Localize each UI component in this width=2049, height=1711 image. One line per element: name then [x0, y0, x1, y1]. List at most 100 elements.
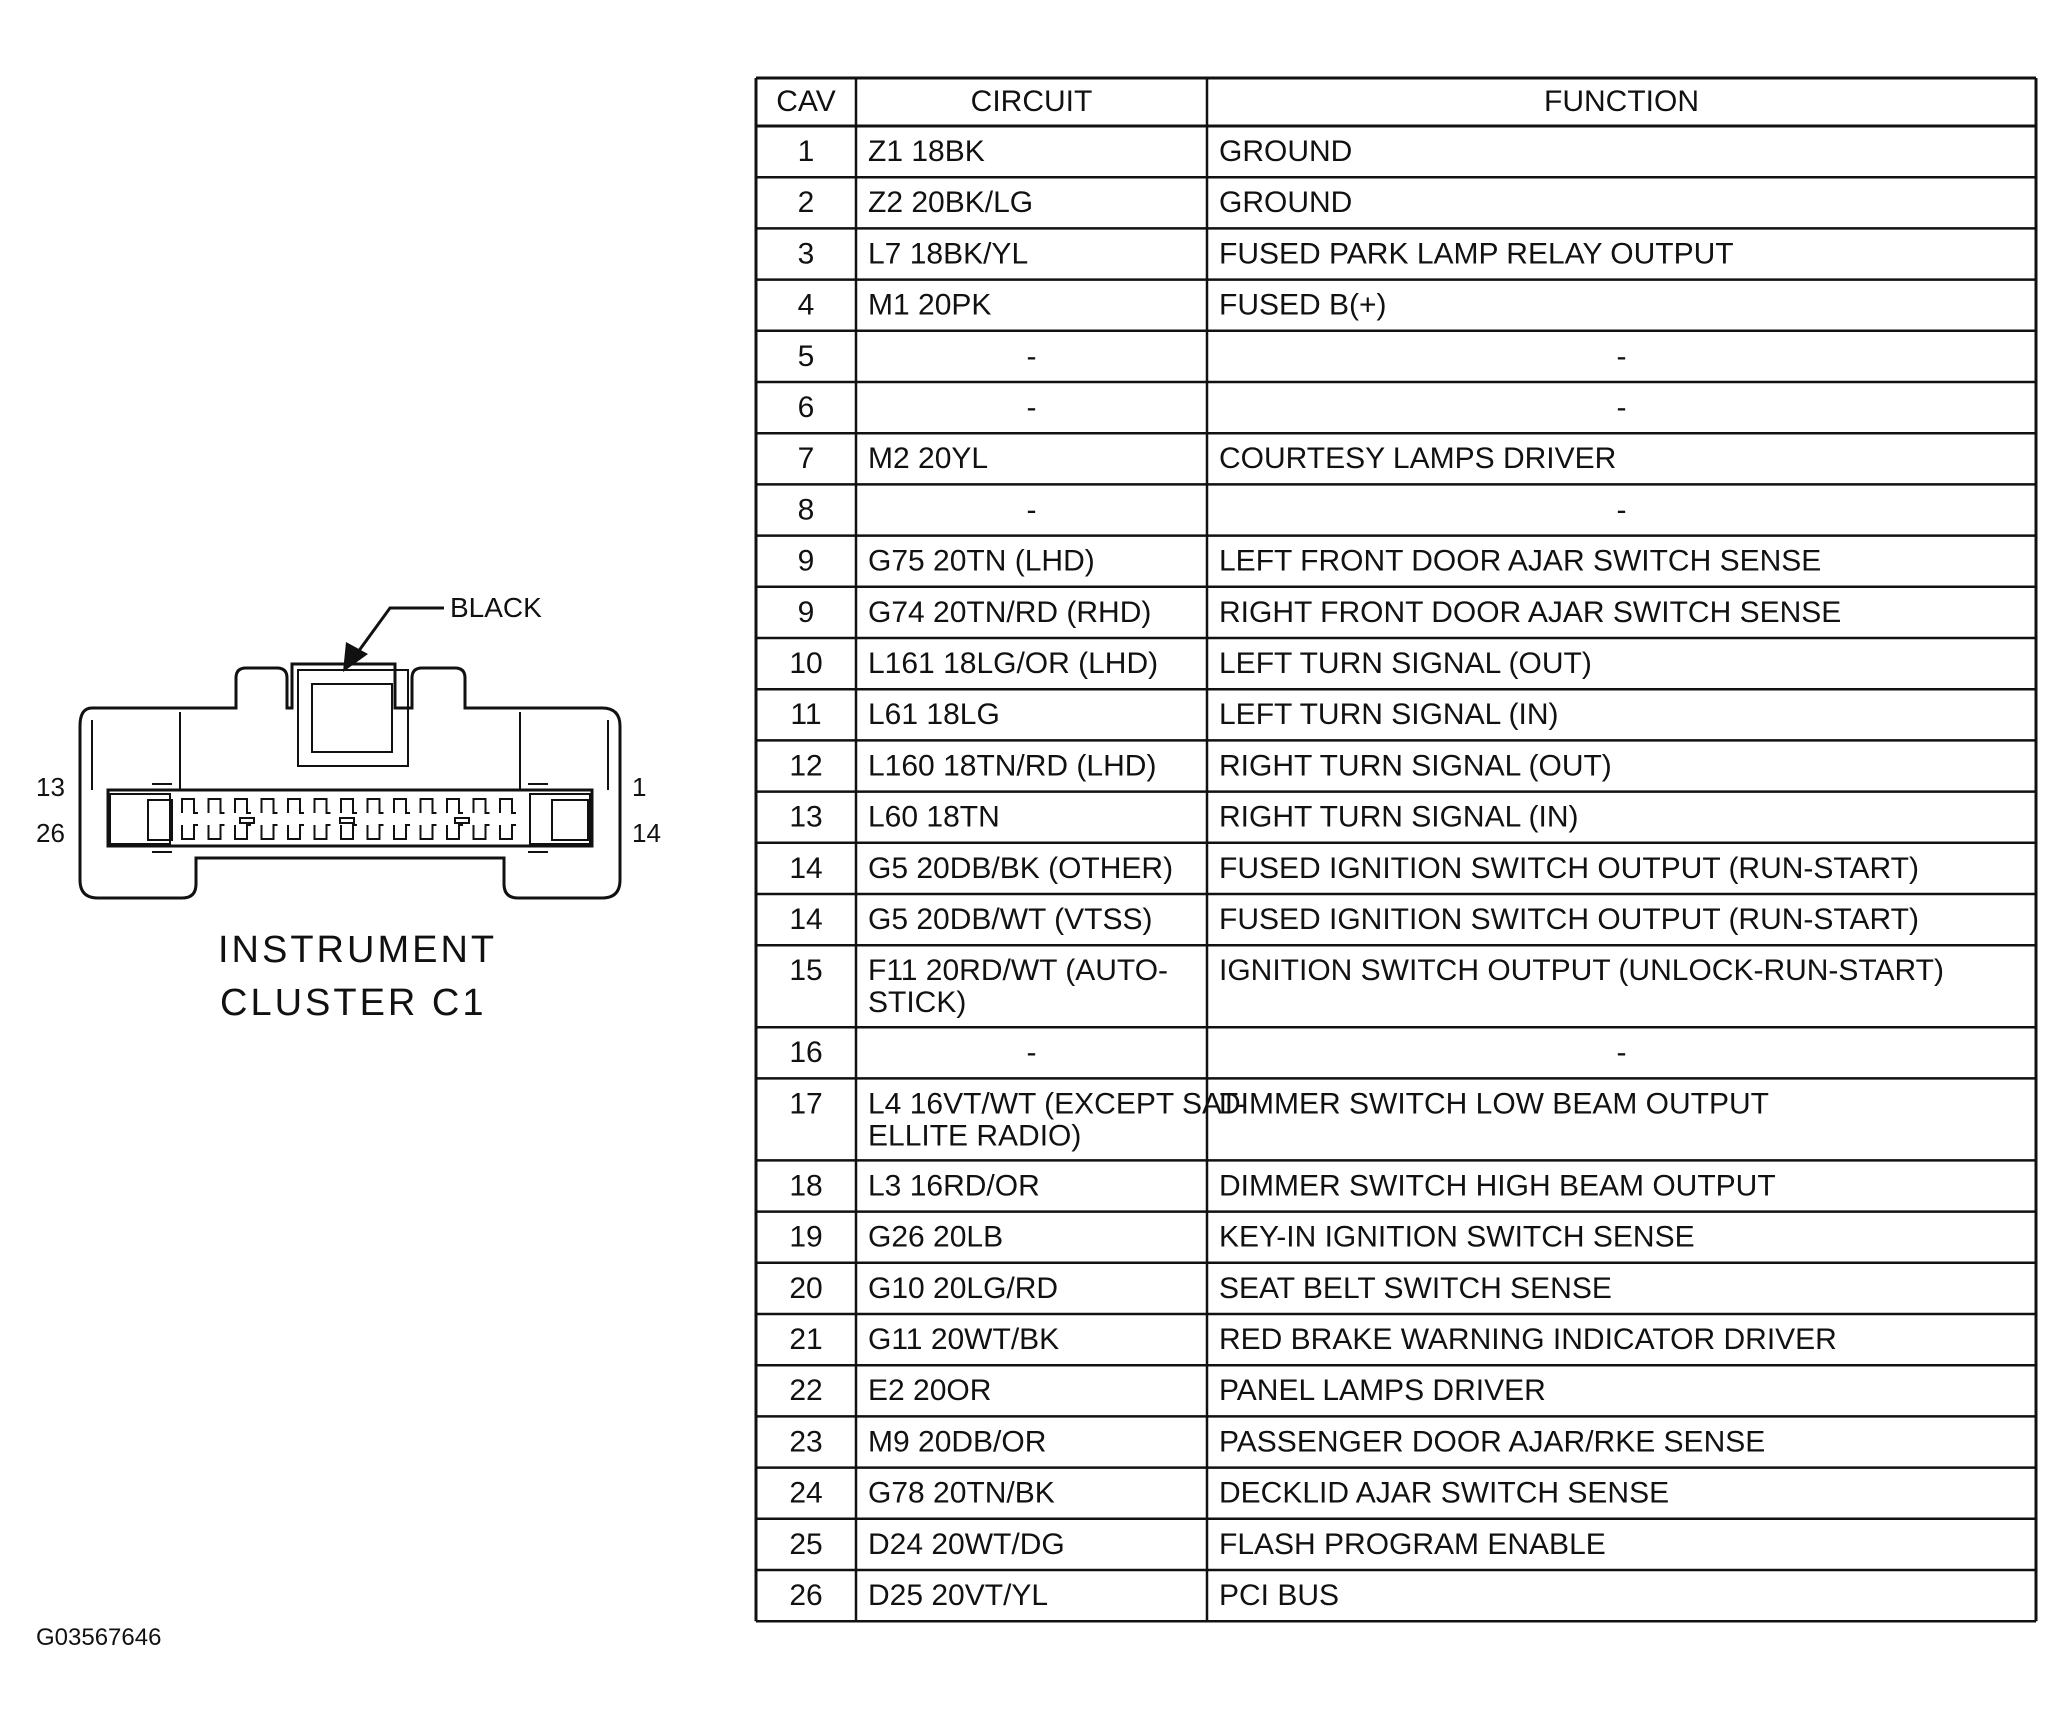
cell-circuit: L160 18TN/RD (LHD)	[868, 749, 1156, 782]
terminal-cavities	[181, 798, 516, 840]
cell-cav: 22	[789, 1374, 822, 1407]
cell-circuit: D24 20WT/DG	[868, 1528, 1065, 1561]
cell-function: -	[1617, 391, 1627, 424]
cell-cav: 8	[798, 493, 815, 526]
terminal-cavity	[419, 824, 437, 840]
terminal-cavity	[181, 824, 198, 840]
cell-function: FUSED B(+)	[1219, 289, 1387, 322]
cell-cav: 15	[789, 954, 822, 987]
cell-cav: 1	[798, 135, 815, 168]
cell-function: COURTESY LAMPS DRIVER	[1219, 442, 1616, 475]
cell-function: RIGHT TURN SIGNAL (OUT)	[1219, 749, 1612, 782]
terminal-cavity	[260, 798, 278, 814]
cell-circuit: M1 20PK	[868, 289, 991, 322]
cell-function: DIMMER SWITCH HIGH BEAM OUTPUT	[1219, 1169, 1776, 1202]
cell-function: DECKLID AJAR SWITCH SENSE	[1219, 1477, 1669, 1510]
cell-cav: 13	[789, 801, 822, 834]
cell-circuit: E2 20OR	[868, 1374, 991, 1407]
terminal-cavity	[446, 798, 463, 814]
header-cav: CAV	[776, 85, 835, 118]
header-circuit: CIRCUIT	[971, 85, 1093, 118]
connector-caption-line1: INSTRUMENT	[218, 929, 497, 971]
terminal-cavity	[340, 824, 357, 840]
keying-mark	[239, 817, 255, 824]
terminal-cavity	[287, 824, 304, 840]
terminal-cavity	[234, 824, 251, 840]
cell-function: PASSENGER DOOR AJAR/RKE SENSE	[1219, 1425, 1765, 1458]
cell-function: FUSED IGNITION SWITCH OUTPUT (RUN-START)	[1219, 852, 1919, 885]
left-key-inner	[147, 799, 173, 841]
black-callout: BLACK	[343, 592, 542, 672]
cell-circuit: ELLITE RADIO)	[868, 1119, 1081, 1152]
cell-circuit: G74 20TN/RD (RHD)	[868, 596, 1151, 629]
cell-cav: 21	[789, 1323, 822, 1356]
terminal-cavity	[313, 824, 331, 840]
cell-cav: 10	[789, 647, 822, 680]
cell-cav: 7	[798, 442, 815, 475]
cell-cav: 3	[798, 237, 815, 270]
terminal-cavity	[340, 798, 357, 814]
cell-circuit: F11 20RD/WT (AUTO-	[868, 954, 1168, 987]
cell-circuit: L60 18TN	[868, 801, 1000, 834]
cell-cav: 4	[798, 289, 815, 322]
cell-function: GROUND	[1219, 186, 1352, 219]
cell-circuit: G78 20TN/BK	[868, 1477, 1055, 1510]
terminal-cavity	[472, 824, 490, 840]
terminal-cavity	[287, 798, 304, 814]
cell-circuit: M2 20YL	[868, 442, 988, 475]
connector-inner-lines	[91, 712, 609, 790]
pin-label-13: 13	[36, 772, 65, 802]
connector-body-outline	[78, 662, 622, 900]
cell-function: PANEL LAMPS DRIVER	[1219, 1374, 1546, 1407]
cell-circuit: L161 18LG/OR (LHD)	[868, 647, 1158, 680]
pin-label-1: 1	[632, 772, 646, 802]
latch-window	[311, 683, 393, 753]
left-key-block	[109, 793, 171, 845]
cell-function: -	[1617, 493, 1627, 526]
terminal-cavity	[234, 798, 251, 814]
terminal-cavity	[499, 798, 516, 814]
cell-cav: 6	[798, 391, 815, 424]
cell-cav: 26	[789, 1579, 822, 1612]
keying-mark	[339, 817, 355, 824]
cell-circuit: L7 18BK/YL	[868, 237, 1028, 270]
callout-arrowhead	[343, 642, 368, 672]
connector-drawing	[78, 662, 622, 900]
cell-function: SEAT BELT SWITCH SENSE	[1219, 1272, 1612, 1305]
cell-circuit: M9 20DB/OR	[868, 1425, 1046, 1458]
terminal-cavity	[366, 824, 384, 840]
cell-circuit: -	[1027, 340, 1037, 373]
cell-circuit: G5 20DB/BK (OTHER)	[868, 852, 1173, 885]
terminal-cavity	[446, 824, 463, 840]
cell-cav: 9	[798, 596, 815, 629]
cell-function: PCI BUS	[1219, 1579, 1339, 1612]
cell-circuit: -	[1027, 1036, 1037, 1069]
cell-circuit: L3 16RD/OR	[868, 1169, 1040, 1202]
cell-function: -	[1617, 340, 1627, 373]
pin-field-ticks	[152, 783, 548, 853]
cell-function: LEFT FRONT DOOR AJAR SWITCH SENSE	[1219, 545, 1821, 578]
cell-function: RIGHT TURN SIGNAL (IN)	[1219, 801, 1578, 834]
cell-cav: 11	[790, 698, 821, 731]
terminal-cavity	[393, 824, 410, 840]
cell-cav: 9	[798, 545, 815, 578]
cell-function: RED BRAKE WARNING INDICATOR DRIVER	[1219, 1323, 1837, 1356]
cell-cav: 18	[789, 1169, 822, 1202]
cell-cav: 17	[789, 1087, 822, 1120]
cell-circuit: L4 16VT/WT (EXCEPT SAT-	[868, 1087, 1246, 1120]
cell-cav: 20	[789, 1272, 822, 1305]
cell-cav: 12	[789, 749, 822, 782]
callout-label: BLACK	[450, 592, 542, 623]
cell-circuit: Z2 20BK/LG	[868, 186, 1033, 219]
pin-field-outline	[106, 788, 594, 848]
pin-label-14: 14	[632, 818, 661, 848]
cell-circuit: Z1 18BK	[868, 135, 985, 168]
callout-leader-line	[356, 606, 444, 653]
cell-circuit: G10 20LG/RD	[868, 1272, 1058, 1305]
cell-function: LEFT TURN SIGNAL (IN)	[1219, 698, 1559, 731]
cell-function: FUSED IGNITION SWITCH OUTPUT (RUN-START)	[1219, 903, 1919, 936]
cell-cav: 14	[789, 852, 822, 885]
terminal-cavity	[393, 798, 410, 814]
cell-cav: 19	[789, 1221, 822, 1254]
cell-circuit: G5 20DB/WT (VTSS)	[868, 903, 1153, 936]
